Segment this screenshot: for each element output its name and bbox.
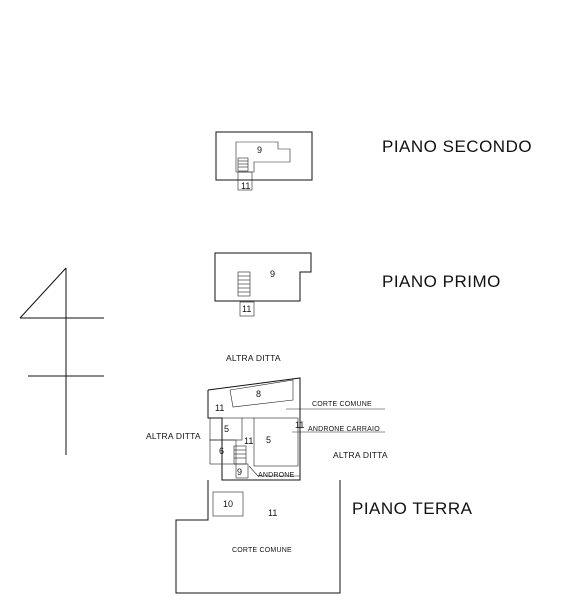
room-number-10: 10 bbox=[223, 499, 234, 509]
annotation-altra-ditta-right: ALTRA DITTA bbox=[333, 450, 388, 460]
annotation-altra-ditta-top: ALTRA DITTA bbox=[226, 353, 281, 363]
floor-title-ground: PIANO TERRA bbox=[352, 499, 473, 518]
room-number-11: 11 bbox=[244, 436, 254, 446]
room-number-11: 11 bbox=[268, 508, 278, 518]
room-number-6: 6 bbox=[219, 446, 225, 456]
annotation-corte-comune-top: CORTE COMUNE bbox=[312, 401, 372, 408]
north-arrow-icon bbox=[19, 267, 104, 455]
room-number-8: 8 bbox=[256, 389, 262, 399]
annotation-androne-carraio: ANDRONE CARRAIO bbox=[308, 426, 380, 433]
annotation-corte-comune-bottom: CORTE COMUNE bbox=[232, 547, 292, 554]
room-number-11: 11 bbox=[241, 181, 251, 191]
annotation-altra-ditta-left: ALTRA DITTA bbox=[146, 431, 201, 441]
room-number-9: 9 bbox=[270, 269, 276, 279]
room-number-11: 11 bbox=[215, 403, 225, 413]
room-number-9: 9 bbox=[237, 467, 243, 477]
room-number-11: 11 bbox=[295, 420, 305, 430]
room-number-5: 5 bbox=[224, 424, 230, 434]
ground-floor-plan bbox=[175, 377, 385, 594]
floor-title-first: PIANO PRIMO bbox=[382, 272, 501, 291]
annotation-androne: ANDRONE bbox=[258, 472, 295, 479]
room-number-9: 9 bbox=[257, 145, 263, 155]
room-number-5: 5 bbox=[266, 435, 272, 445]
room-number-11: 11 bbox=[242, 304, 252, 314]
floor-title-second: PIANO SECONDO bbox=[382, 137, 533, 156]
second-floor-plan bbox=[215, 131, 313, 191]
first-floor-plan bbox=[214, 252, 312, 317]
